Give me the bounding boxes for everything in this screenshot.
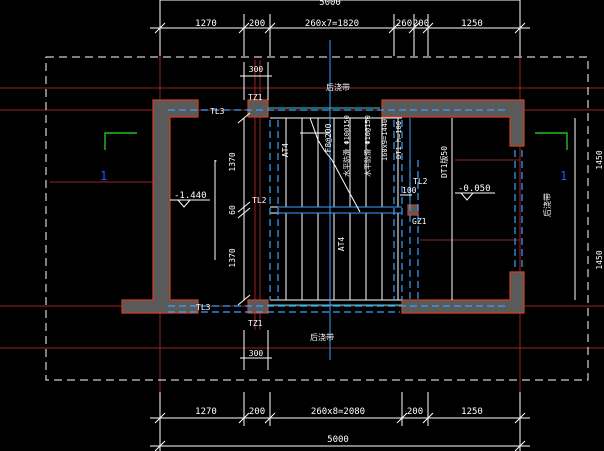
label-tl3-bottom: TL3	[196, 303, 211, 312]
dim-top-stair: 260x7=1820	[305, 19, 359, 29]
wall-right	[381, 99, 525, 147]
left-vertical-dimensions	[237, 62, 576, 370]
label-note-bottom: 后浇带	[310, 332, 334, 342]
label-rebar-3: 水平防滑 Φ10@150	[363, 115, 372, 177]
dim-right-1450-top: 1450	[595, 150, 604, 169]
dim-left-1370-top: 1370	[228, 152, 237, 171]
section-marker-right	[535, 132, 568, 150]
label-rebar-f8: F8@200	[324, 123, 333, 152]
section-marker-left	[104, 132, 137, 150]
label-rebar-4: DT1 h=100	[395, 121, 403, 159]
dim-bottom-200a: 200	[249, 407, 265, 417]
label-at4-lower: AT4	[337, 237, 346, 252]
stair-walls	[121, 99, 525, 314]
dim-column-bottom: 300	[249, 349, 264, 358]
dim-top-1270: 1270	[195, 19, 217, 29]
label-tl2-right: TL2	[413, 177, 428, 186]
label-section-left: 1	[100, 169, 107, 183]
dim-top-1250: 1250	[461, 19, 483, 29]
dim-right-1450-bottom: 1450	[595, 250, 604, 269]
dim-left-60: 60	[228, 205, 237, 215]
dim-top-200b: 200	[413, 19, 429, 29]
label-elev-left: -1.440	[174, 191, 207, 201]
label-rebar-5: 160x9=1440	[381, 119, 389, 161]
blue-stair-beams	[168, 109, 523, 313]
elevation-markers	[170, 192, 495, 208]
label-dim-100: 100	[402, 186, 417, 195]
stair-break-line	[300, 117, 361, 213]
label-note-right: 后浇带	[542, 193, 552, 217]
label-tl3-top: TL3	[210, 107, 225, 116]
label-dt1: DT1版50	[439, 146, 449, 178]
label-tz1-bottom: TZ1	[248, 319, 263, 328]
label-gz1: GZ1	[412, 217, 427, 226]
column-tz1-top	[247, 99, 269, 118]
label-elev-right: -0.050	[458, 184, 491, 194]
cyan-beam-lines	[268, 107, 402, 306]
dim-bottom-stair: 260x8=2080	[311, 407, 365, 417]
dim-bottom-200b: 200	[407, 407, 423, 417]
blue-solid-lines	[215, 40, 411, 360]
dim-top-total: 5000	[319, 0, 341, 8]
dim-column-top: 300	[249, 65, 264, 74]
label-tz1-top: TZ1	[248, 93, 263, 102]
dim-left-1370-bottom: 1370	[228, 248, 237, 267]
dim-bottom-1270: 1270	[195, 407, 217, 417]
bottom-dimension-chain	[150, 392, 530, 451]
label-tl2-mid: TL2	[252, 196, 267, 205]
dim-top-260: 260	[396, 19, 412, 29]
label-section-right: 1	[560, 169, 567, 183]
outer-dashed-frame	[45, 56, 589, 381]
section-markers	[104, 132, 568, 150]
label-note-top: 后浇带	[326, 82, 350, 92]
wall-right-bottom	[401, 271, 525, 314]
wall-left	[121, 99, 199, 314]
dim-top-200a: 200	[249, 19, 265, 29]
top-dimension-chain	[150, 0, 530, 56]
label-at4-upper: AT4	[281, 143, 290, 158]
dim-bottom-total: 5000	[327, 435, 349, 445]
dim-bottom-1250: 1250	[461, 407, 483, 417]
label-rebar-2: 水平防滑 Φ10@150	[342, 115, 351, 177]
